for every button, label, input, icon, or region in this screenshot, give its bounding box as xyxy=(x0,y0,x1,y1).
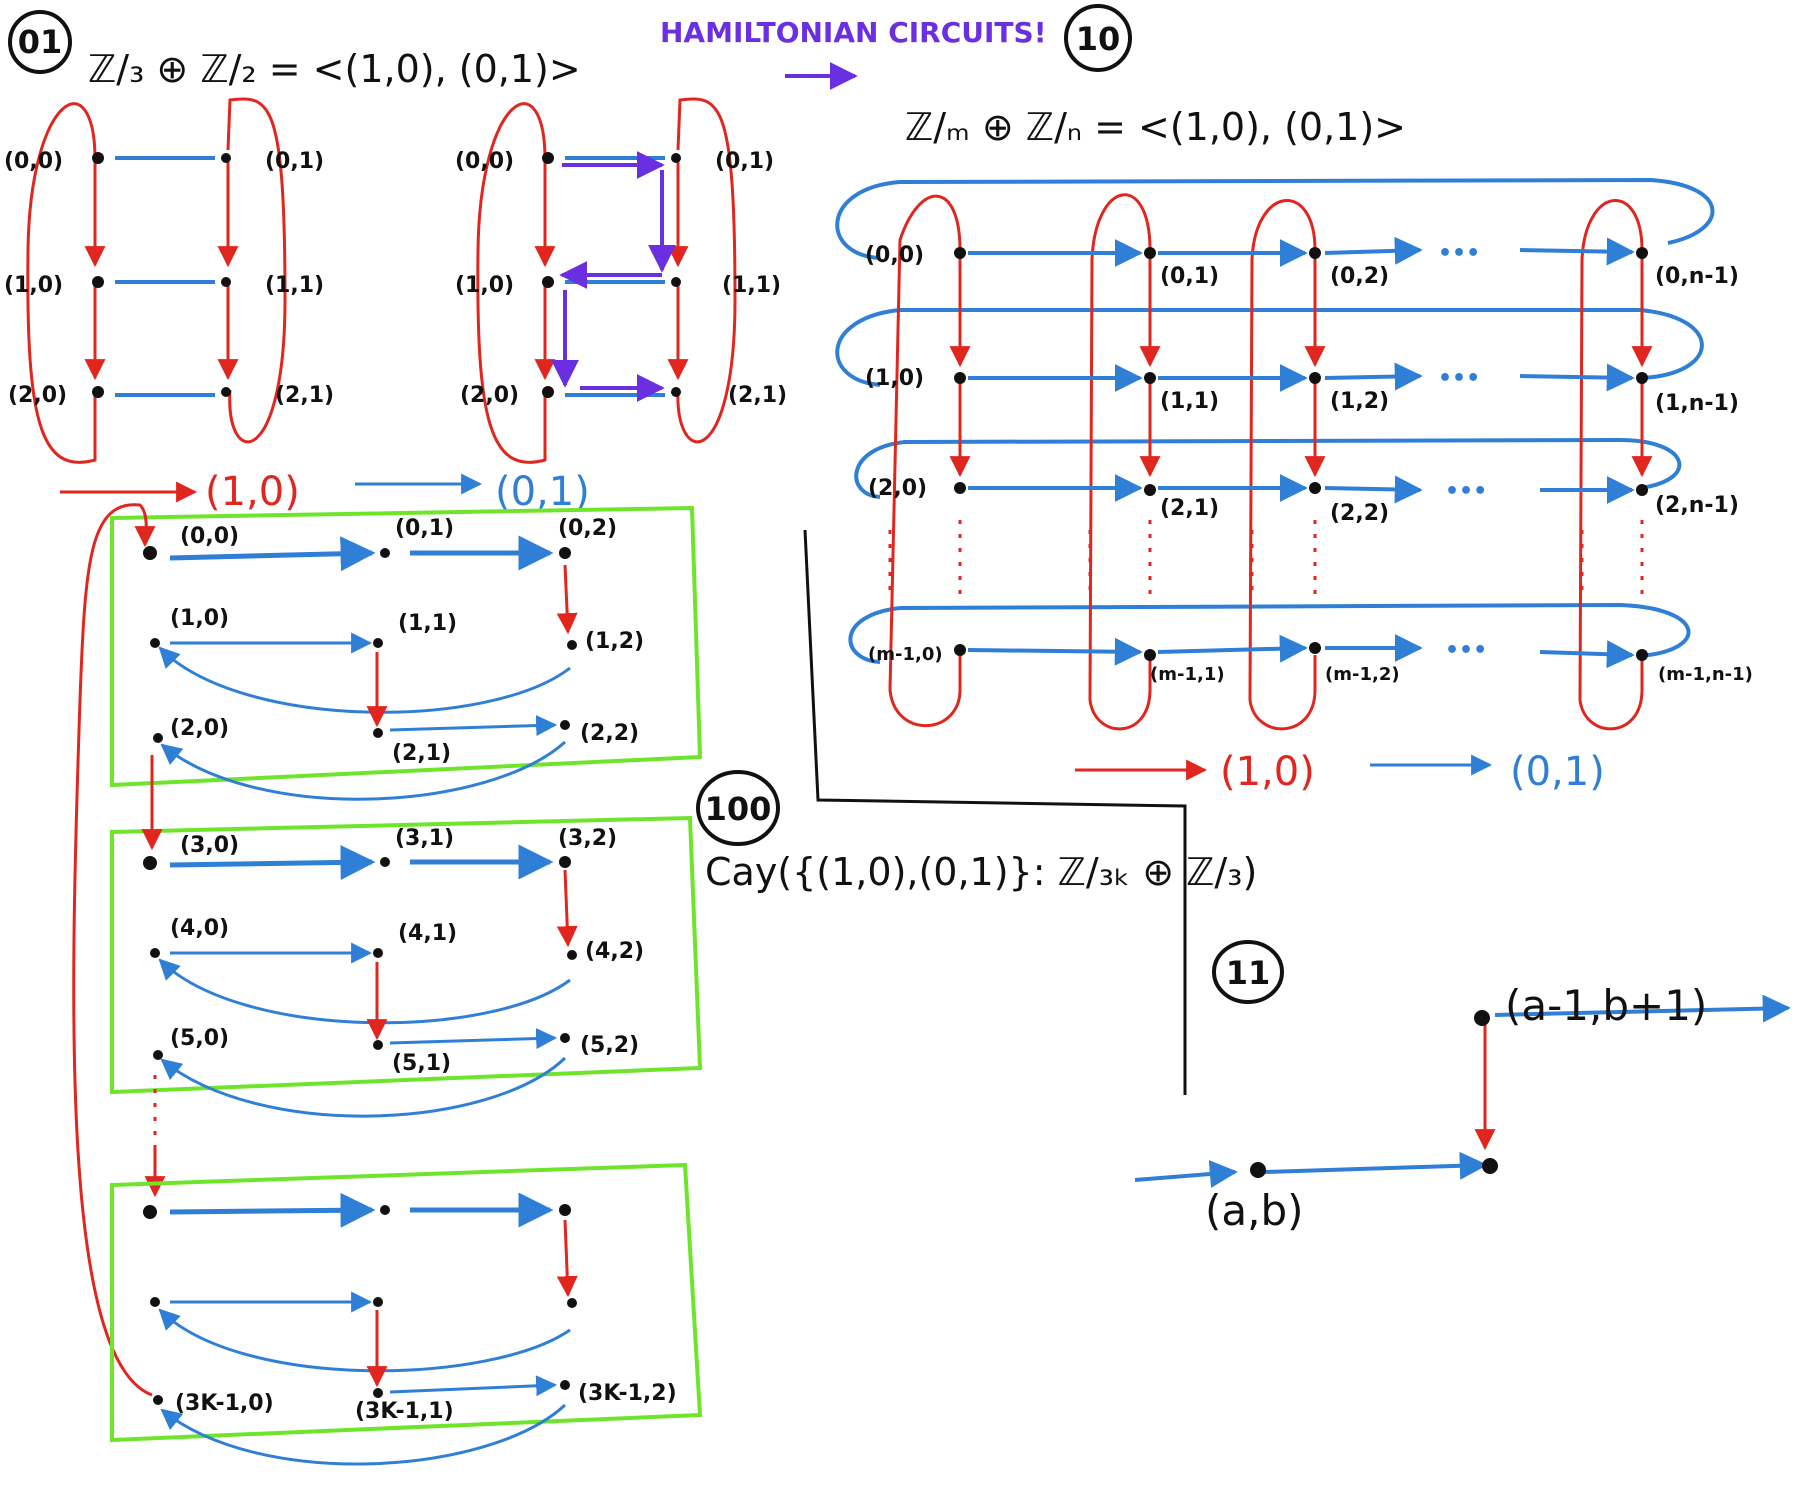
ellipsis: ••• xyxy=(1438,241,1480,266)
generator-blue-label: (0,1) xyxy=(495,469,590,515)
node-label: (2,2) xyxy=(1330,501,1389,526)
node-label: (2,1) xyxy=(392,741,451,766)
node-label: (4,2) xyxy=(585,939,644,964)
node-label: (0,0) xyxy=(455,149,514,174)
node-label: (3,0) xyxy=(180,833,239,858)
node-label: (1,0) xyxy=(170,606,229,631)
node-label: (0,1) xyxy=(265,149,324,174)
node-label: (0,0) xyxy=(180,524,239,549)
node-label: (0,1) xyxy=(715,149,774,174)
block-100-2: (3,0) (3,1) (3,2) (4,0) (4,1) (4,2) (5,0… xyxy=(110,815,703,1118)
node-label: (0,1) xyxy=(1160,264,1219,289)
node-label: (2,0) xyxy=(868,476,927,501)
ellipsis: ••• xyxy=(1438,366,1480,391)
ellipsis: ••• xyxy=(1445,479,1487,504)
hamiltonian-title: HAMILTONIAN CIRCUITS! xyxy=(660,16,1046,49)
node-label: (1,n-1) xyxy=(1655,391,1739,416)
svg-text:10: 10 xyxy=(1076,20,1121,58)
node-label: (2,1) xyxy=(1160,496,1219,521)
node-label: (m-1,0) xyxy=(868,644,943,665)
node-label: (3K-1,0) xyxy=(175,1391,274,1416)
node-label: (2,0) xyxy=(8,383,67,408)
generator-blue-label: (0,1) xyxy=(1510,749,1605,795)
separator-line xyxy=(803,529,1187,1095)
node-label: (a,b) xyxy=(1205,1186,1304,1235)
node-label: (0,0) xyxy=(865,243,924,268)
node-label: (5,1) xyxy=(392,1051,451,1076)
node-label: (1,1) xyxy=(1160,389,1219,414)
formula-100: Cay({(1,0),(0,1)}: ℤ/₃ₖ ⊕ ℤ/₃) xyxy=(705,850,1257,894)
node-label: (1,0) xyxy=(865,366,924,391)
block-100-1: (0,0) (0,1) (0,2) (1,0) (1,1) (1,2) (2,0… xyxy=(110,505,703,801)
node-label: (2,0) xyxy=(460,383,519,408)
ellipsis: ••• xyxy=(1445,638,1487,663)
svg-text:01: 01 xyxy=(18,23,63,61)
node-label: (m-1,2) xyxy=(1325,664,1400,685)
node-label: (1,1) xyxy=(398,611,457,636)
formula-01: ℤ/₃ ⊕ ℤ/₂ = <(1,0), (0,1)> xyxy=(88,47,581,91)
section-01-badge: 01 xyxy=(8,10,72,74)
node-label: (1,0) xyxy=(455,273,514,298)
node-label: (1,1) xyxy=(265,273,324,298)
block-100-3: (3K-1,0) (3K-1,1) (3K-1,2) xyxy=(110,1162,703,1466)
svg-text:100: 100 xyxy=(705,790,772,828)
node-label: (2,2) xyxy=(580,721,639,746)
node-label: (3K-1,2) xyxy=(578,1381,677,1406)
section-11-diagram: (a,b) (a-1,b+1) xyxy=(1134,981,1791,1235)
node-label: (4,0) xyxy=(170,916,229,941)
node-label: (3K-1,1) xyxy=(355,1399,454,1424)
node-label: (0,n-1) xyxy=(1655,264,1739,289)
node-label: (4,1) xyxy=(398,921,457,946)
section-100-badge: 100 xyxy=(696,770,780,846)
node-label: (2,1) xyxy=(728,383,787,408)
node-label: (0,0) xyxy=(4,149,63,174)
node-label: (1,2) xyxy=(585,629,644,654)
section-10-badge: 10 xyxy=(1064,4,1132,72)
grid-10-cayley-graph: ••• ••• ••• ••• (0,0) (0,1) (0,2) (0,n-1… xyxy=(835,177,1753,731)
formula-10: ℤ/ₘ ⊕ ℤ/ₙ = <(1,0), (0,1)> xyxy=(905,105,1406,149)
node-label: (m-1,n-1) xyxy=(1658,664,1753,685)
node-label: (0,1) xyxy=(395,516,454,541)
node-label: (0,2) xyxy=(558,516,617,541)
node-label: (1,0) xyxy=(4,273,63,298)
node-label: (2,n-1) xyxy=(1655,493,1739,518)
node-label: (5,0) xyxy=(170,1026,229,1051)
wrap-around-arrow xyxy=(72,503,156,1397)
node-label: (1,1) xyxy=(722,273,781,298)
generator-red-label: (1,0) xyxy=(205,469,300,515)
node-label: (0,2) xyxy=(1330,264,1389,289)
node-label: (2,0) xyxy=(170,716,229,741)
node-label: (1,2) xyxy=(1330,389,1389,414)
node-label: (5,2) xyxy=(580,1033,639,1058)
generator-red-label: (1,0) xyxy=(1220,749,1315,795)
node-label: (3,1) xyxy=(395,826,454,851)
node-label: (m-1,1) xyxy=(1150,664,1225,685)
grid-01-cayley-graph: (0,0) (0,1) (1,0) (1,1) (2,0) (2,1) xyxy=(4,97,334,464)
node-label: (2,1) xyxy=(275,383,334,408)
section-11-badge: 11 xyxy=(1212,940,1284,1004)
svg-text:11: 11 xyxy=(1226,954,1271,992)
node-label: (3,2) xyxy=(558,826,617,851)
grid-01-hamiltonian-graph: (0,0) (0,1) (1,0) (1,1) (2,0) (2,1) xyxy=(455,97,787,464)
node-label: (a-1,b+1) xyxy=(1505,981,1707,1030)
